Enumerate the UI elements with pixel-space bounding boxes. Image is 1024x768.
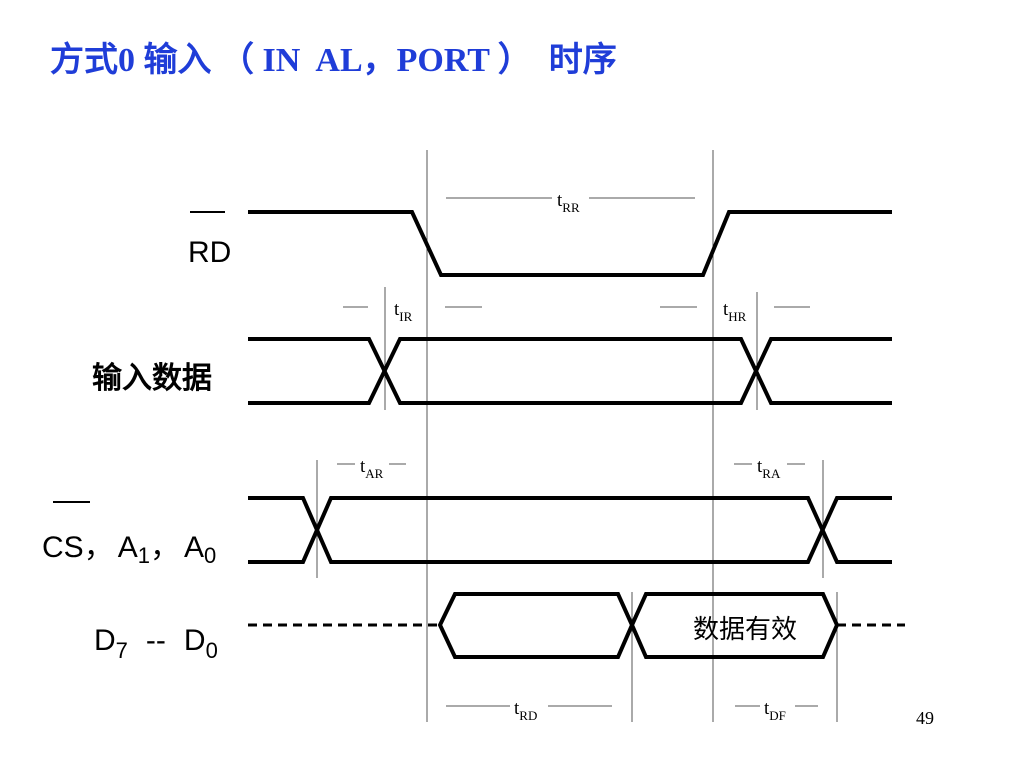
- a0-label: A: [184, 531, 204, 564]
- timing-ar-t: t: [360, 456, 366, 477]
- a0-sub: 0: [204, 543, 216, 568]
- svg-text:tIR: tIR: [394, 299, 413, 324]
- d7-sub: 7: [116, 638, 128, 663]
- cs-sep-2: ，: [150, 531, 180, 564]
- data-bus-dash: --: [146, 624, 166, 657]
- rd-label: RD: [188, 236, 231, 269]
- cs-address-waveform: [248, 496, 892, 564]
- svg-text:tRD: tRD: [514, 698, 537, 723]
- cs-sep-1: ，: [84, 531, 114, 564]
- d7-label: D: [94, 624, 116, 657]
- timing-ar: tAR: [337, 456, 406, 481]
- input-data-label: 输入数据: [92, 361, 212, 396]
- timing-ir: tIR: [343, 299, 482, 324]
- svg-text:tRR: tRR: [557, 190, 580, 215]
- timing-ar-sub: AR: [365, 466, 383, 481]
- svg-text:tAR: tAR: [360, 456, 384, 481]
- page-title: 方式0 输入 （ IN AL，PORT ） 时序: [50, 42, 617, 79]
- timing-df-sub: DF: [769, 708, 786, 723]
- timing-hr-sub: HR: [728, 309, 746, 324]
- d0-label: D: [184, 624, 206, 657]
- timing-hr: tHR: [660, 299, 810, 324]
- page-number: 49: [916, 708, 934, 728]
- svg-text:D7--D0: D7--D0: [94, 624, 218, 663]
- svg-text:tRA: tRA: [757, 456, 781, 481]
- timing-hr-t: t: [723, 299, 729, 320]
- a1-sub: 1: [138, 543, 150, 568]
- timing-rd-sub: RD: [519, 708, 537, 723]
- d0-sub: 0: [206, 638, 218, 663]
- timing-rr-sub: RR: [562, 200, 580, 215]
- label-cs-address: CS，A1，A0: [42, 501, 216, 568]
- label-data-bus: D7--D0: [94, 624, 218, 663]
- timing-ir-t: t: [394, 299, 400, 320]
- label-rd: RD: [188, 211, 231, 269]
- a1-label: A: [118, 531, 138, 564]
- timing-rr-t: t: [557, 190, 563, 211]
- timing-rr: tRR: [446, 190, 695, 215]
- timing-rd-t: t: [514, 698, 520, 719]
- timing-ir-sub: IR: [399, 309, 412, 324]
- timing-ra-sub: RA: [762, 466, 781, 481]
- svg-text:tDF: tDF: [764, 698, 786, 723]
- data-valid-label: 数据有效: [693, 615, 797, 645]
- cs-label: CS: [42, 531, 84, 564]
- data-bus-waveform: [248, 592, 905, 659]
- timing-rd: tRD: [446, 698, 612, 723]
- input-data-waveform: [248, 337, 892, 405]
- timing-df: tDF: [735, 698, 818, 723]
- svg-text:tHR: tHR: [723, 299, 747, 324]
- timing-df-t: t: [764, 698, 770, 719]
- timing-ra-t: t: [757, 456, 763, 477]
- rd-waveform: [248, 210, 892, 277]
- svg-text:CS，A1，A0: CS，A1，A0: [42, 531, 216, 568]
- timing-ra: tRA: [734, 456, 805, 481]
